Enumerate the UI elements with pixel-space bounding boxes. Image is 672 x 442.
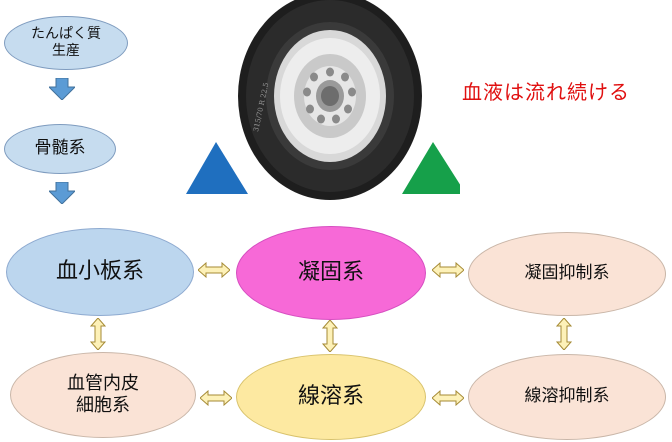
down-arrow-icon (49, 78, 75, 100)
double-arrow-icon (432, 262, 464, 278)
protein-production-node: たんぱく質 生産 (4, 16, 128, 70)
headline: 血液は流れ続ける (462, 80, 630, 104)
coag-inhibit-label: 凝固抑制系 (524, 263, 610, 284)
double-arrow-icon (432, 390, 464, 406)
double-arrow-icon (322, 320, 338, 352)
endothelial-label: 血管内皮 細胞系 (67, 372, 139, 417)
fibrinolysis-node: 線溶系 (236, 354, 426, 440)
double-arrow-icon (556, 318, 572, 350)
coagulation-label: 凝固系 (297, 260, 364, 286)
double-arrow-icon (90, 318, 106, 350)
double-arrow-icon (198, 262, 230, 278)
tire-icon: 315/70 R 22.5 (238, 0, 422, 200)
tire-illustration: 315/70 R 22.5 (186, 0, 460, 200)
endothelial-node: 血管内皮 細胞系 (10, 352, 196, 438)
bone-marrow-node: 骨髄系 (4, 124, 116, 174)
coagulation-node: 凝固系 (236, 226, 426, 320)
fibrinolysis-label: 線溶系 (297, 384, 364, 410)
bone-marrow-label: 骨髄系 (34, 138, 86, 159)
double-arrow-icon (200, 390, 232, 406)
platelet-node: 血小板系 (6, 228, 194, 316)
protein-production-label: たんぱく質 生産 (31, 25, 101, 60)
platelet-label: 血小板系 (55, 259, 144, 285)
down-arrow-icon (49, 182, 75, 204)
coag-inhibit-node: 凝固抑制系 (468, 232, 666, 316)
green-wedge-icon (402, 142, 460, 194)
blue-wedge-icon (186, 142, 248, 194)
fib-inhibit-label: 線溶抑制系 (524, 386, 610, 407)
fib-inhibit-node: 線溶抑制系 (468, 354, 666, 440)
